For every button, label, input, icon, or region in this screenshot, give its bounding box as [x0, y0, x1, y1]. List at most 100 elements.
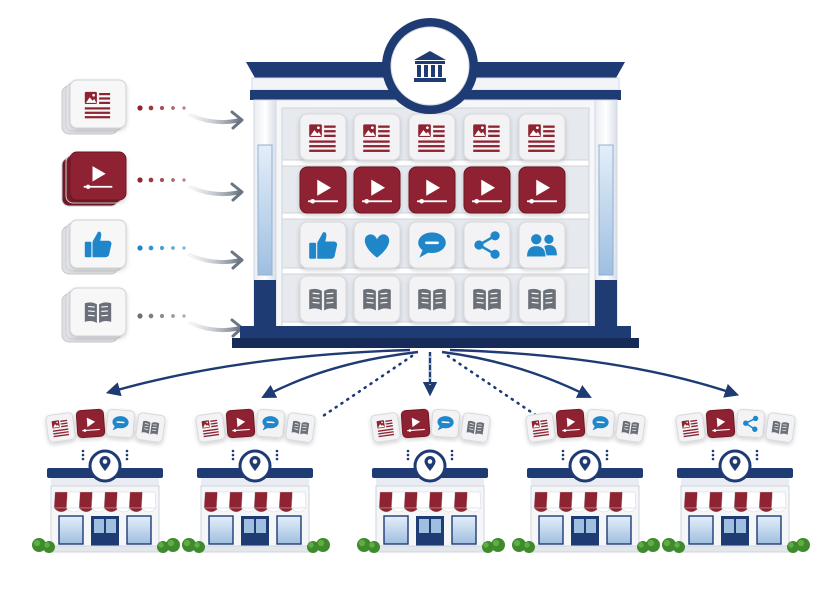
branch-shrubs	[662, 538, 810, 553]
branch-awning	[683, 491, 787, 513]
share-icon	[743, 415, 759, 432]
branch-window	[756, 515, 782, 545]
branch-article-tile	[525, 412, 556, 443]
branch-window	[688, 515, 714, 545]
heart-icon	[364, 234, 390, 258]
article-icon	[418, 124, 445, 152]
branch-pin-badge	[88, 449, 122, 483]
chat-bubble-icon	[418, 232, 446, 258]
hub-article-tile	[518, 113, 566, 161]
chat-bubble-icon	[592, 416, 609, 431]
hub-video-play-tile	[518, 166, 566, 214]
hub-open-book-tile	[299, 275, 347, 323]
shelf-plank	[281, 267, 590, 275]
branch-article-tile	[45, 412, 76, 443]
video-play-icon	[82, 417, 100, 432]
hub-users-tile	[518, 221, 566, 269]
branch-chat-bubble-tile	[585, 408, 616, 439]
branch-open-book-tile	[615, 412, 646, 443]
branch-awning	[533, 491, 637, 513]
branch-chat-bubble-tile	[430, 408, 461, 439]
video-play-icon	[83, 166, 113, 189]
distribution-arrow	[105, 348, 411, 397]
video-play-icon	[527, 179, 557, 204]
branch-pin-badge	[413, 449, 447, 483]
branch-content-tiles	[45, 408, 166, 443]
input-stack-article	[61, 79, 244, 135]
branch-article-tile	[195, 412, 226, 443]
hub-article-tile	[299, 113, 347, 161]
hub-base	[240, 326, 631, 338]
article-icon	[531, 419, 550, 438]
branch-shrubs	[32, 538, 180, 553]
hub-video-play-tile	[463, 166, 511, 214]
hub-side-window	[257, 144, 273, 276]
hub-open-book-tile	[353, 275, 401, 323]
input-arrow	[188, 321, 242, 333]
branch-share-tile	[735, 408, 766, 439]
distribution-arrows	[105, 348, 740, 420]
hub-video-play-tile	[408, 166, 456, 214]
input-dotted-trail	[137, 177, 186, 183]
hub-article-tile	[353, 113, 401, 161]
hub-article-tile	[408, 113, 456, 161]
hub-thumbs-up-tile	[299, 221, 347, 269]
article-icon	[309, 124, 336, 152]
open-book-icon	[466, 420, 485, 435]
location-pin-icon	[249, 456, 261, 471]
open-book-icon	[528, 288, 556, 311]
hub-share-tile	[463, 221, 511, 269]
bank-columns-icon	[414, 51, 446, 82]
branch-3	[357, 408, 505, 553]
hub-video-play-tile	[299, 166, 347, 214]
video-play-icon	[417, 179, 447, 204]
video-play-icon	[232, 417, 250, 432]
branch-shrubs	[182, 538, 330, 553]
branch-content-tiles	[675, 408, 796, 443]
branch-video-play-tile	[225, 408, 256, 439]
input-stack-open-book	[61, 287, 244, 343]
video-play-icon	[712, 417, 730, 432]
location-pin-icon	[729, 456, 741, 471]
branch-4	[512, 408, 660, 553]
article-icon	[51, 419, 70, 438]
input-dotted-trail	[137, 105, 186, 111]
video-play-icon	[407, 417, 425, 432]
branch-content-tiles	[525, 408, 646, 443]
branch-chat-bubble-tile	[105, 408, 136, 439]
branch-pin-badge	[568, 449, 602, 483]
branch-chat-bubble-tile	[255, 408, 286, 439]
hub-open-book-tile	[408, 275, 456, 323]
branch-video-play-tile	[555, 408, 586, 439]
video-play-icon	[472, 179, 502, 204]
branch-window	[58, 515, 84, 545]
hub-shelf-rows	[281, 113, 590, 329]
shelf-plank	[281, 159, 590, 167]
branch-2	[182, 408, 330, 553]
chat-bubble-icon	[262, 416, 279, 431]
branch-content-tiles	[370, 408, 491, 443]
video-play-icon	[362, 179, 392, 204]
article-icon	[528, 124, 555, 152]
hub-open-book-tile	[463, 275, 511, 323]
input-content-types	[61, 79, 244, 343]
branch-5	[662, 408, 810, 553]
input-dotted-trail	[137, 245, 186, 251]
open-book-icon	[771, 420, 790, 435]
location-pin-icon	[99, 456, 111, 471]
branch-article-tile	[370, 412, 401, 443]
article-icon	[376, 419, 395, 438]
article-icon	[84, 91, 111, 119]
branch-video-play-tile	[705, 408, 736, 439]
open-book-icon	[473, 288, 501, 311]
video-play-icon	[562, 417, 580, 432]
article-icon	[681, 419, 700, 438]
branch-shrubs	[512, 538, 660, 553]
open-book-icon	[141, 420, 160, 435]
branch-content-tiles	[195, 408, 316, 443]
dotted-flow	[318, 354, 414, 420]
input-stack-thumbs-up	[61, 219, 244, 275]
distribution-arrow	[449, 348, 740, 398]
branch-open-book-tile	[135, 412, 166, 443]
branch-window	[606, 515, 632, 545]
